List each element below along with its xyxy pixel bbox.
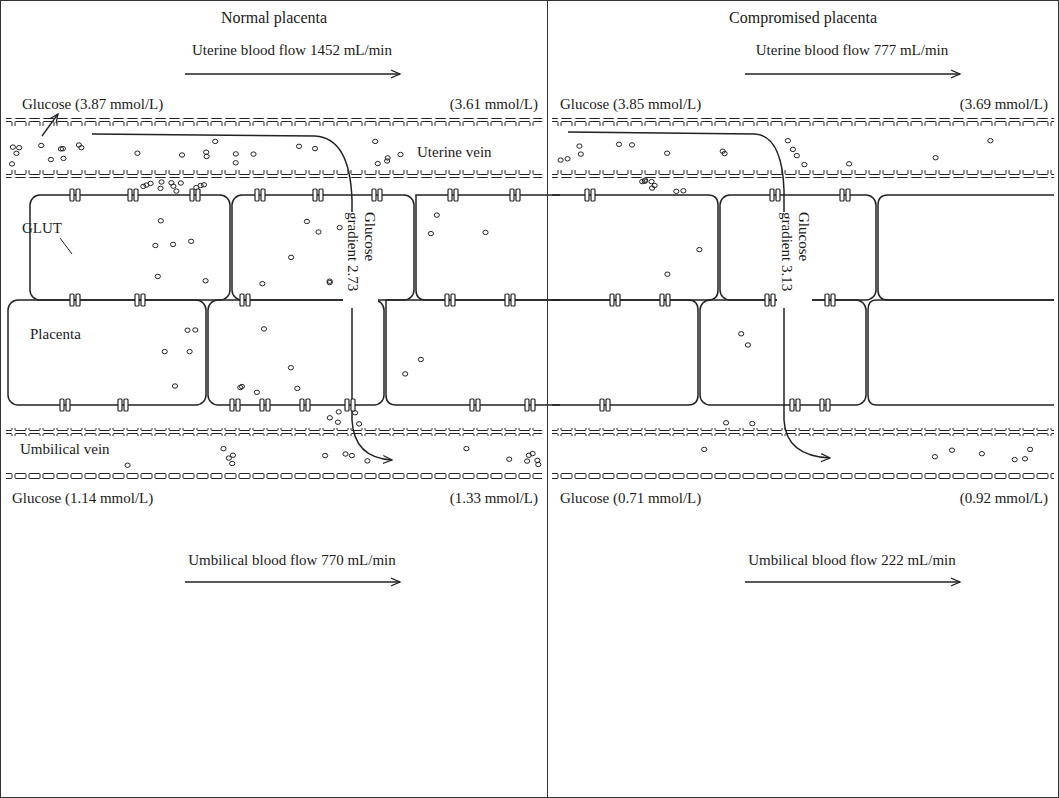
- panel: Normal placenta: [0, 0, 548, 798]
- glucose-label: Glucose (1.14 mmol/L): [12, 490, 153, 507]
- placental-cells: [552, 195, 1054, 405]
- glucose-label: Glucose (0.71 mmol/L): [560, 490, 701, 507]
- panel-title: Compromised placenta: [548, 9, 1058, 27]
- glucose-gradient-arrow: [92, 132, 830, 460]
- part-label: GLUT: [22, 220, 62, 237]
- flow-label: Uterine blood flow 777 mL/min: [756, 42, 948, 59]
- part-label: Placenta: [30, 326, 81, 343]
- panel: Compromised placenta: [547, 0, 1059, 798]
- panel-title: Normal placenta: [1, 9, 547, 27]
- flow-label: Umbilical blood flow 770 mL/min: [188, 552, 395, 569]
- vessel-label: Uterine vein: [415, 144, 494, 161]
- glucose-label: (3.61 mmol/L): [450, 96, 538, 113]
- vessel-label: Umbilical vein: [18, 441, 112, 458]
- flow-label: Umbilical blood flow 222 mL/min: [748, 552, 955, 569]
- gradient-label: Glucose gradient 3.13: [778, 212, 813, 308]
- glucose-label: (3.69 mmol/L): [960, 96, 1048, 113]
- flow-label: Uterine blood flow 1452 mL/min: [192, 42, 392, 59]
- glucose-molecules: [9, 139, 1032, 468]
- glucose-label: Glucose (3.87 mmol/L): [22, 96, 163, 113]
- glucose-label: (0.92 mmol/L): [960, 490, 1048, 507]
- vessel-walls: [6, 118, 1054, 480]
- glucose-label: (1.33 mmol/L): [450, 490, 538, 507]
- glucose-label: Glucose (3.85 mmol/L): [560, 96, 701, 113]
- gradient-label: Glucose gradient 2.73: [344, 212, 379, 308]
- glut-transporters: [60, 189, 850, 411]
- flow-arrows: [42, 74, 960, 582]
- placental-cells: [8, 195, 560, 405]
- leader-line: [60, 238, 72, 254]
